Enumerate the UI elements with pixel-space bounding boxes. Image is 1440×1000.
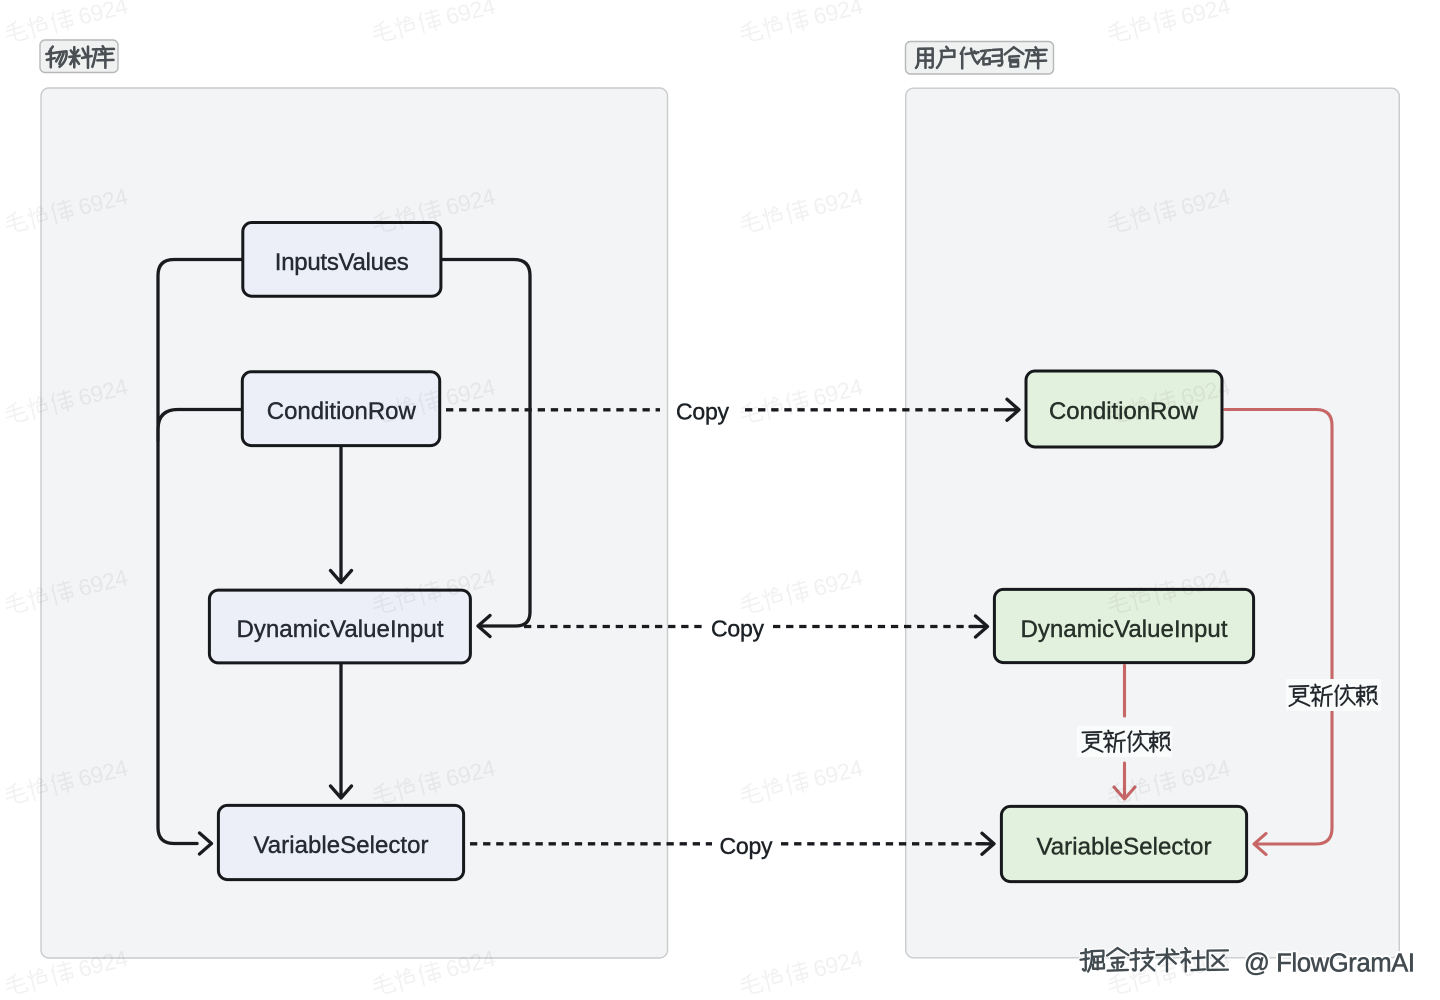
svg-text:VariableSelector: VariableSelector bbox=[254, 832, 429, 859]
svg-text:Copy: Copy bbox=[720, 833, 774, 859]
svg-text:@ FlowGramAI: @ FlowGramAI bbox=[1244, 950, 1415, 978]
svg-text:Copy: Copy bbox=[711, 616, 765, 642]
svg-text:ConditionRow: ConditionRow bbox=[267, 398, 417, 425]
svg-text:@ FlowGramAI: @ FlowGramAI bbox=[1244, 950, 1415, 978]
svg-text:DynamicValueInput: DynamicValueInput bbox=[1021, 616, 1228, 643]
svg-text:VariableSelector: VariableSelector bbox=[1037, 834, 1212, 861]
svg-text:InputsValues: InputsValues bbox=[275, 249, 409, 276]
svg-text:Copy: Copy bbox=[676, 399, 730, 425]
svg-text:DynamicValueInput: DynamicValueInput bbox=[237, 616, 444, 643]
